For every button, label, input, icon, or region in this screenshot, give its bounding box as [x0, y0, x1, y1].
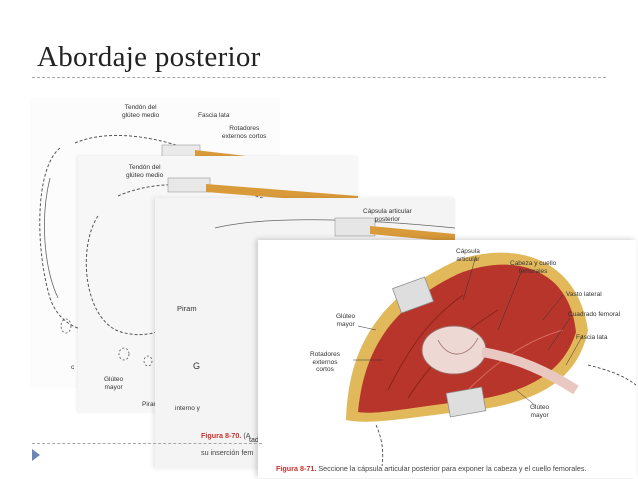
- figure-2-label-gluteo-mayor: Glúteo mayor: [104, 376, 124, 391]
- figure-3-caption-text: (A: [243, 431, 251, 440]
- figure-1-label-tendon: Tendón del glúteo medio: [122, 104, 160, 119]
- figure-3-label-g: G: [193, 361, 201, 371]
- figure-1-label-rotadores: Rotadores externos cortos: [222, 125, 267, 140]
- figure-card-4: Cápsula articular Cabeza y cuello femora…: [258, 240, 636, 478]
- figure-3-caption-number: Figura 8-70.: [201, 431, 242, 440]
- figure-4-label-vasto-lateral: Vasto lateral: [566, 291, 602, 298]
- figure-1-label-fascia: Fascia lata: [198, 112, 230, 119]
- figure-4-label-gluteo-mayor-left: Glúteo mayor: [336, 313, 356, 328]
- slide-title: Abordaje posterior: [37, 41, 261, 73]
- figure-3-label-interno-y: interno y: [175, 405, 200, 412]
- figure-1-fragment: c: [71, 364, 75, 371]
- figure-2-label-tendon: Tendón del glúteo medio: [126, 164, 164, 179]
- figure-3-label-piram: Piram: [177, 304, 197, 313]
- next-slide-arrow-icon[interactable]: [32, 449, 40, 461]
- figure-3-fragment-capsula: Cápsula articular posterior: [363, 208, 412, 223]
- figure-4-caption-number: Figura 8-71.: [276, 464, 317, 473]
- figure-3-caption-line2: su inserción fem: [201, 448, 254, 457]
- figure-4-caption: Figura 8-71. Seccione la cápsula articul…: [276, 464, 586, 473]
- figure-4-label-capsula: Cápsula articular: [456, 248, 480, 263]
- figure-4-label-cuadrado-femoral: Cuadrado femoral: [568, 311, 621, 318]
- figure-4-label-rotadores: Rotadores externos cortos: [310, 351, 340, 373]
- figure-4-label-fascia-lata: Fascia lata: [576, 334, 608, 341]
- figure-4-label-gluteo-mayor-right: Glúteo mayor: [530, 404, 550, 419]
- footer-divider: [32, 443, 262, 444]
- figure-3-caption: Figura 8-70. (A: [201, 431, 251, 440]
- figure-4-label-cabeza-cuello: Cabeza y cuello femorales: [510, 260, 557, 275]
- figure-4-illustration: [346, 252, 636, 467]
- title-divider: [32, 77, 606, 78]
- figure-4-caption-text: Seccione la cápsula articular posterior …: [318, 464, 587, 473]
